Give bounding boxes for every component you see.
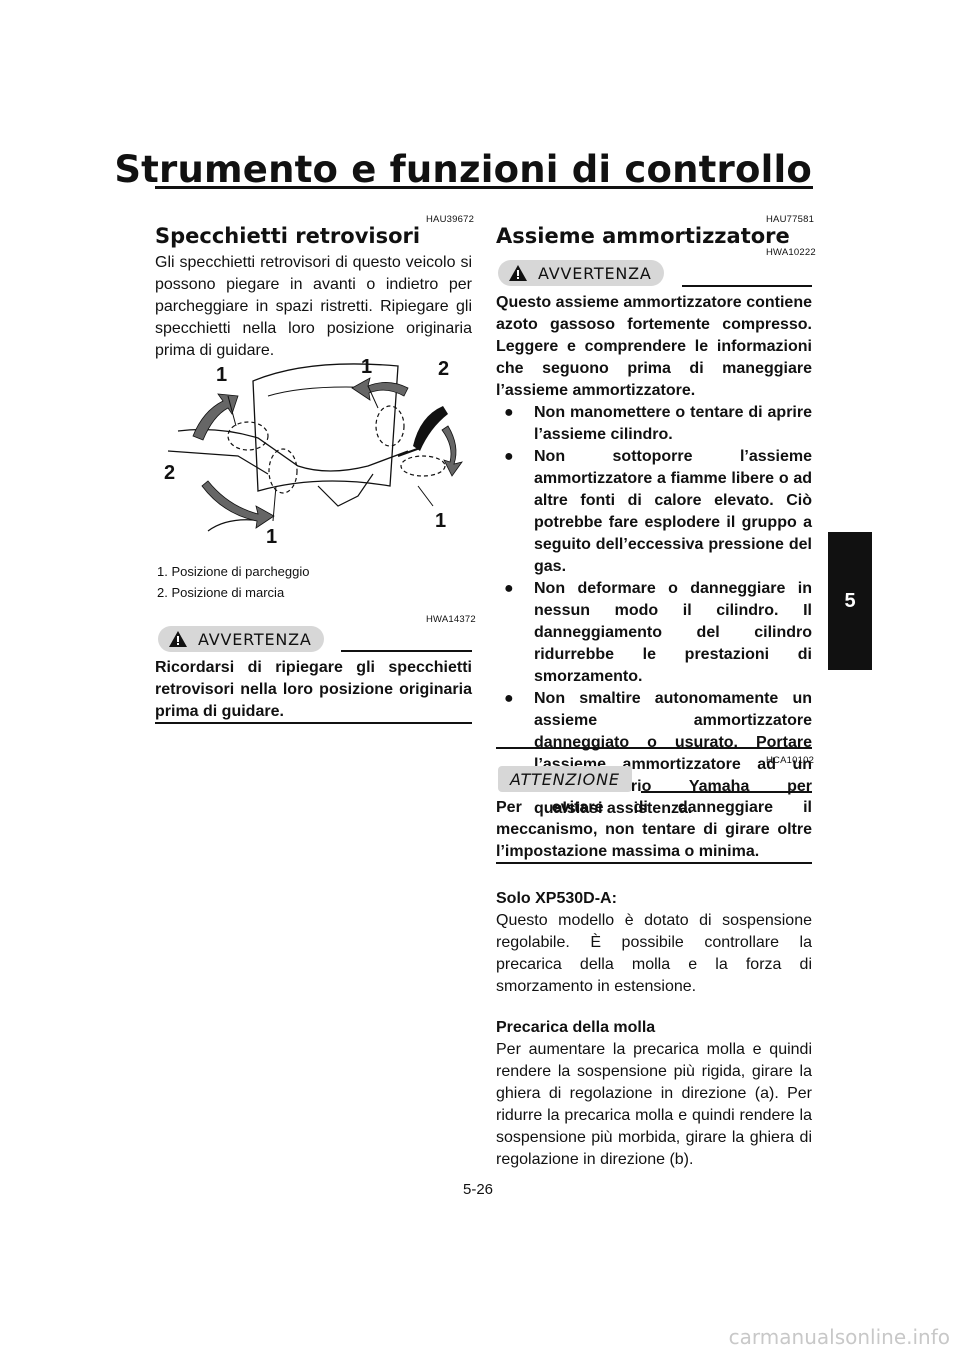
bullet-icon: ● xyxy=(504,690,514,707)
model-paragraph: Questo modello è dotato di sospensione r… xyxy=(496,912,812,995)
bullet-icon: ● xyxy=(504,580,514,597)
page-number: 5-26 xyxy=(463,1181,494,1198)
warning-rule-bottom xyxy=(155,722,472,724)
section-heading-shock: Assieme ammortizzatore xyxy=(496,224,790,248)
figure-caption-1: 1. Posizione di parcheggio xyxy=(157,564,310,579)
watermark: carmanualsonline.info xyxy=(728,1325,950,1349)
mirror-illustration xyxy=(167,363,463,532)
header-rule xyxy=(155,186,813,189)
caution-banner: ATTENZIONE xyxy=(498,766,632,792)
preload-subheading: Precarica della molla xyxy=(496,1019,656,1036)
shock-warning-intro: Questo assieme ammortizzatore contiene a… xyxy=(496,294,812,399)
section-code: HAU77581 xyxy=(766,214,815,225)
warning-label: AVVERTENZA xyxy=(198,629,312,649)
list-item: ●Non sottoporre l’assieme ammortizzatore… xyxy=(504,448,812,575)
caution-label: ATTENZIONE xyxy=(510,769,620,789)
caution-rule-bottom xyxy=(496,862,812,864)
page-title: Strumento e funzioni di controllo xyxy=(114,148,812,191)
model-subheading: Solo XP530D-A: xyxy=(496,890,617,907)
bullet-icon: ● xyxy=(504,448,514,465)
mirror-figure: 1 1 2 2 1 1 xyxy=(158,356,468,556)
caution-code: HCA10102 xyxy=(766,755,815,766)
figure-label: 1 xyxy=(216,364,228,386)
chapter-tab: 5 xyxy=(828,532,872,670)
shock-warning-list: ●Non manomettere o tentare di aprire l’a… xyxy=(496,402,812,820)
section-heading-mirrors: Specchietti retrovisori xyxy=(155,224,421,248)
caution-text: Per evitare di danneggiare il meccanismo… xyxy=(496,799,812,860)
warning-rule-top xyxy=(682,285,812,287)
list-item: ●Non deformare o danneggiare in nessun m… xyxy=(504,580,812,685)
figure-caption-2: 2. Posizione di marcia xyxy=(157,585,285,600)
bullet-icon: ● xyxy=(504,404,514,421)
section-code: HAU39672 xyxy=(426,214,475,225)
warning-code: HWA14372 xyxy=(426,614,476,625)
warning-banner: AVVERTENZA xyxy=(498,260,664,286)
figure-label: 1 xyxy=(435,510,447,532)
figure-label: 2 xyxy=(438,358,450,380)
warning-rule-bottom xyxy=(496,747,812,749)
list-item: ●Non manomettere o tentare di aprire l’a… xyxy=(504,404,812,443)
figure-label: 2 xyxy=(164,462,176,484)
preload-paragraph: Per aumentare la precarica molla e quind… xyxy=(496,1041,812,1168)
warning-banner: AVVERTENZA xyxy=(158,626,324,652)
figure-label: 1 xyxy=(266,526,278,548)
warning-code: HWA10222 xyxy=(766,247,816,258)
mirrors-warning-text: Ricordarsi di ripiegare gli specchietti … xyxy=(155,659,472,720)
warning-icon xyxy=(169,631,187,647)
warning-icon xyxy=(509,265,527,281)
warning-label: AVVERTENZA xyxy=(538,263,652,283)
caution-rule-top xyxy=(641,791,812,793)
figure-label: 1 xyxy=(361,356,373,378)
mirrors-paragraph: Gli specchietti retrovisori di questo ve… xyxy=(155,254,472,359)
warning-rule-top xyxy=(341,650,472,652)
